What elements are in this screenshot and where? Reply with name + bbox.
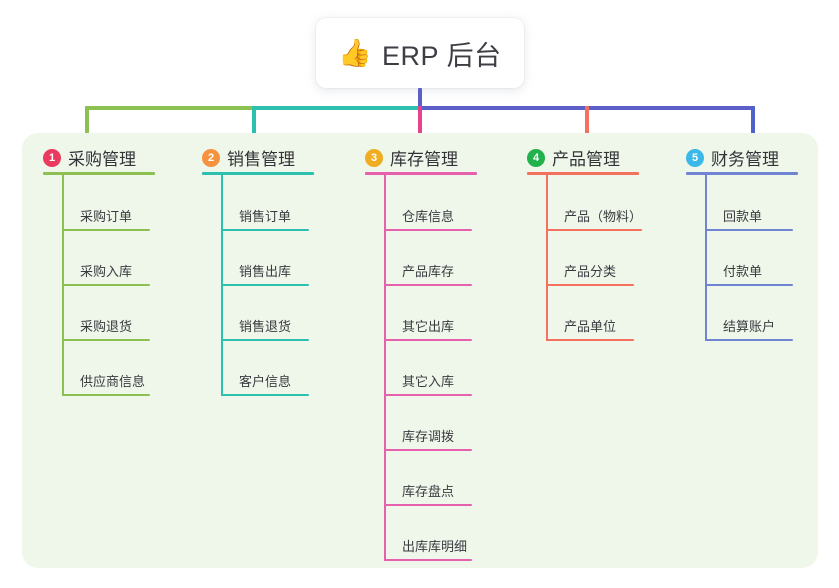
- leaf-label: 采购入库: [80, 264, 133, 279]
- leaf-label: 供应商信息: [80, 374, 146, 389]
- leaf-label: 结算账户: [723, 319, 776, 334]
- leaf-item[interactable]: 销售订单: [221, 199, 341, 231]
- leaf-item[interactable]: 仓库信息: [384, 199, 504, 231]
- column-spine: [384, 175, 386, 561]
- column-underline: [43, 172, 155, 175]
- leaf-item[interactable]: 采购退货: [62, 309, 182, 341]
- leaf-item[interactable]: 产品分类: [546, 254, 666, 286]
- drop-stub-inventory: [418, 106, 422, 146]
- leaf-underline: [62, 284, 150, 286]
- column-header-1[interactable]: 1 采购管理: [43, 145, 136, 170]
- leaf-item[interactable]: 产品单位: [546, 309, 666, 341]
- leaf-underline: [546, 229, 642, 231]
- leaf-label: 其它出库: [402, 319, 455, 334]
- column-title: 销售管理: [227, 150, 295, 169]
- leaf-item[interactable]: 采购入库: [62, 254, 182, 286]
- column-title: 采购管理: [68, 150, 136, 169]
- leaf-item[interactable]: 付款单: [705, 254, 825, 286]
- column-badge-4: 4: [527, 148, 545, 167]
- leaf-label: 销售订单: [239, 209, 292, 224]
- root-title: ERP 后台: [382, 40, 502, 71]
- leaf-label: 产品单位: [564, 319, 617, 334]
- column-badge-3: 3: [365, 148, 383, 167]
- bus-segment-teal: [252, 106, 422, 110]
- leaf-underline: [384, 229, 472, 231]
- leaf-label: 回款单: [723, 209, 763, 224]
- leaf-underline: [705, 284, 793, 286]
- leaf-label: 产品（物料）: [564, 209, 643, 224]
- leaf-item[interactable]: 产品库存: [384, 254, 504, 286]
- drop-stub-sales: [252, 106, 256, 146]
- leaf-underline: [221, 284, 309, 286]
- leaf-underline: [221, 229, 309, 231]
- leaf-underline: [62, 394, 150, 396]
- leaf-underline: [705, 339, 793, 341]
- leaf-item[interactable]: 出库库明细: [384, 529, 504, 561]
- bus-segment-green: [85, 106, 256, 110]
- drop-stub-product: [585, 106, 589, 146]
- leaf-item[interactable]: 库存盘点: [384, 474, 504, 506]
- column-header-5[interactable]: 5 财务管理: [686, 145, 779, 170]
- leaf-item[interactable]: 其它入库: [384, 364, 504, 396]
- leaf-item[interactable]: 回款单: [705, 199, 825, 231]
- column-spine: [705, 175, 707, 341]
- leaf-label: 付款单: [723, 264, 763, 279]
- leaf-item[interactable]: 采购订单: [62, 199, 182, 231]
- leaf-underline: [546, 284, 634, 286]
- leaf-underline: [221, 339, 309, 341]
- leaf-underline: [384, 339, 472, 341]
- column-underline: [202, 172, 314, 175]
- column-underline: [686, 172, 798, 175]
- leaf-item[interactable]: 产品（物料）: [546, 199, 666, 231]
- leaf-underline: [384, 449, 472, 451]
- column-title: 财务管理: [711, 150, 779, 169]
- column-header-3[interactable]: 3 库存管理: [365, 145, 458, 170]
- leaf-label: 客户信息: [239, 374, 292, 389]
- leaf-underline: [62, 339, 150, 341]
- leaf-item[interactable]: 销售退货: [221, 309, 341, 341]
- leaf-label: 销售退货: [239, 319, 292, 334]
- column-underline: [527, 172, 639, 175]
- modules-panel: 1 采购管理采购订单采购入库采购退货供应商信息 2 销售管理销售订单销售出库销售退货客…: [22, 133, 818, 568]
- thumbs-up-icon: 👍: [338, 37, 373, 68]
- leaf-item[interactable]: 结算账户: [705, 309, 825, 341]
- column-badge-1: 1: [43, 148, 61, 167]
- drop-stub-finance: [751, 106, 755, 146]
- leaf-underline: [384, 504, 472, 506]
- leaf-underline: [546, 339, 634, 341]
- leaf-item[interactable]: 供应商信息: [62, 364, 182, 396]
- column-badge-5: 5: [686, 148, 704, 167]
- leaf-item[interactable]: 销售出库: [221, 254, 341, 286]
- leaf-label: 出库库明细: [402, 539, 468, 554]
- leaf-label: 产品库存: [402, 264, 455, 279]
- leaf-label: 仓库信息: [402, 209, 455, 224]
- column-header-4[interactable]: 4 产品管理: [527, 145, 620, 170]
- leaf-label: 采购退货: [80, 319, 133, 334]
- leaf-underline: [705, 229, 793, 231]
- leaf-label: 销售出库: [239, 264, 292, 279]
- column-spine: [546, 175, 548, 341]
- root-stem-connector: [418, 88, 422, 110]
- leaf-label: 库存盘点: [402, 484, 455, 499]
- column-title: 产品管理: [552, 150, 620, 169]
- leaf-item[interactable]: 其它出库: [384, 309, 504, 341]
- leaf-label: 库存调拨: [402, 429, 455, 444]
- leaf-underline: [384, 284, 472, 286]
- leaf-underline: [384, 559, 472, 561]
- column-header-2[interactable]: 2 销售管理: [202, 145, 295, 170]
- leaf-label: 产品分类: [564, 264, 617, 279]
- leaf-item[interactable]: 库存调拨: [384, 419, 504, 451]
- column-underline: [365, 172, 477, 175]
- column-title: 库存管理: [390, 150, 458, 169]
- leaf-underline: [384, 394, 472, 396]
- leaf-label: 其它入库: [402, 374, 455, 389]
- leaf-label: 采购订单: [80, 209, 133, 224]
- drop-stub-purchasing: [85, 106, 89, 146]
- column-badge-2: 2: [202, 148, 220, 167]
- leaf-underline: [62, 229, 150, 231]
- leaf-underline: [221, 394, 309, 396]
- leaf-item[interactable]: 客户信息: [221, 364, 341, 396]
- root-node[interactable]: 👍 ERP 后台: [316, 18, 524, 88]
